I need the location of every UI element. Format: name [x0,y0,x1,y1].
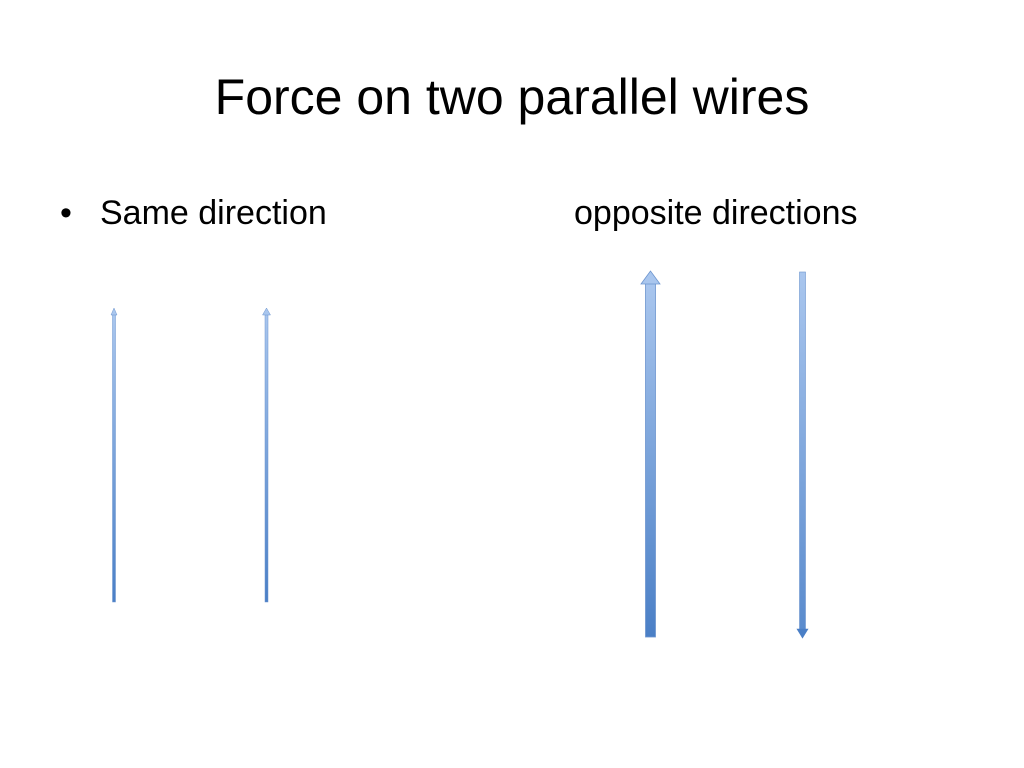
wire-opposite-2-arrow-down [796,271,809,639]
bullet-row: • Same direction opposite directions [60,188,1000,238]
wire-opposite-1-arrow-up [640,270,661,638]
bullet-dot-icon: • [60,194,72,232]
slide-title: Force on two parallel wires [214,69,810,125]
label-same-direction: Same direction [100,194,327,232]
wire-same-2-arrow-up [262,307,271,603]
label-opposite-directions: opposite directions [574,194,858,232]
wire-same-1-arrow-up [110,307,118,603]
